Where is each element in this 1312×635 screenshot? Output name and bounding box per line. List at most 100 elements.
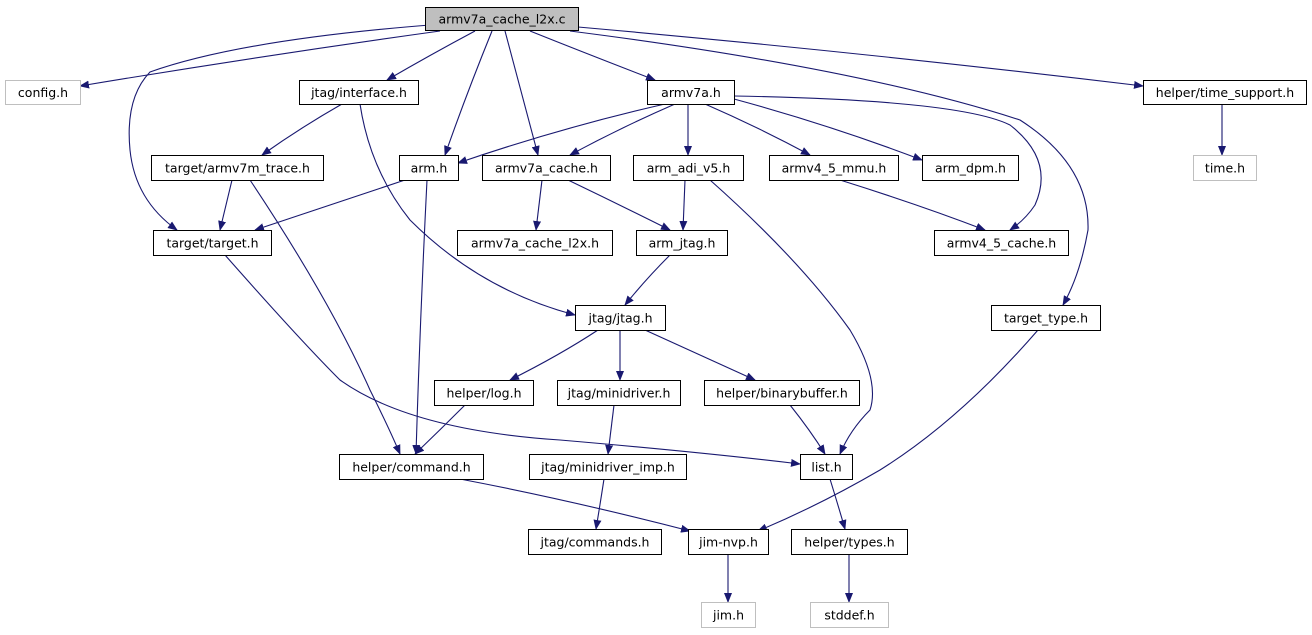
node-box <box>934 230 1069 256</box>
node-helper-command[interactable]: helper/command.h <box>339 454 484 480</box>
node-jtag-commands[interactable]: jtag/commands.h <box>528 529 662 555</box>
node-box <box>434 380 534 406</box>
edge-root-to-jtag-interface <box>386 30 476 81</box>
node-jtag-interface[interactable]: jtag/interface.h <box>299 80 419 105</box>
edge-arm-adi-v5-to-arm-jtag <box>679 179 688 231</box>
node-label: target/target.h <box>166 236 258 251</box>
edge-jtag-interface-to-armv7m-trace <box>261 103 343 156</box>
edges-layer <box>79 24 1226 603</box>
node-box <box>1193 155 1257 181</box>
edge-root-to-armv7a-cache <box>504 30 540 156</box>
node-label: jtag/minidriver_imp.h <box>540 460 675 475</box>
node-box <box>5 80 81 105</box>
node-stddef: stddef.h <box>810 602 889 628</box>
edge-binarybuffer-to-list <box>789 404 826 455</box>
node-time: time.h <box>1193 155 1257 181</box>
node-box <box>704 380 860 406</box>
node-box <box>151 155 324 181</box>
node-box <box>810 602 889 628</box>
node-label: jim.h <box>712 608 744 623</box>
node-minidriver-imp[interactable]: jtag/minidriver_imp.h <box>529 454 687 480</box>
node-box <box>769 155 899 181</box>
edge-armv7a-to-armv4-5-mmu <box>704 103 811 156</box>
node-label: target_type.h <box>1004 311 1088 326</box>
node-label: armv7a_cache_l2x.h <box>471 236 599 251</box>
node-label: arm_jtag.h <box>649 236 716 251</box>
edge-arm-to-helper-command <box>412 179 428 455</box>
node-armv4-5-cache[interactable]: armv4_5_cache.h <box>934 230 1069 256</box>
node-box <box>557 380 681 406</box>
node-box <box>153 230 272 256</box>
node-arm-jtag[interactable]: arm_jtag.h <box>636 230 728 256</box>
node-target[interactable]: target/target.h <box>153 230 272 256</box>
node-jim-nvp[interactable]: jim-nvp.h <box>688 529 769 555</box>
node-box <box>647 80 735 105</box>
node-target-type[interactable]: target_type.h <box>991 305 1101 331</box>
edge-armv7m-trace-to-target <box>218 179 233 231</box>
node-box <box>633 155 744 181</box>
node-box <box>457 230 613 256</box>
edge-arm-to-target <box>254 179 406 231</box>
node-box <box>701 602 756 628</box>
edge-root-to-armv7a <box>529 30 656 81</box>
node-helper-types[interactable]: helper/types.h <box>791 529 908 555</box>
edge-root-to-target <box>128 24 431 231</box>
node-arm[interactable]: arm.h <box>399 155 459 181</box>
edge-armv7a-to-armv7a-cache <box>569 103 676 156</box>
node-arm-adi-v5[interactable]: arm_adi_v5.h <box>633 155 744 181</box>
node-armv7a[interactable]: armv7a.h <box>647 80 735 105</box>
node-box <box>922 155 1019 181</box>
node-label: list.h <box>811 460 841 475</box>
node-box <box>575 305 666 331</box>
node-time-support[interactable]: helper/time_support.h <box>1143 80 1307 105</box>
edge-jtag-jtag-to-helper-log <box>509 329 599 381</box>
edge-armv7m-trace-to-helper-command <box>249 179 401 455</box>
node-armv7m-trace[interactable]: target/armv7m_trace.h <box>151 155 324 181</box>
node-binarybuffer[interactable]: helper/binarybuffer.h <box>704 380 860 406</box>
edge-armv4-5-mmu-to-armv4-5-cache <box>839 179 986 231</box>
node-label: armv4_5_cache.h <box>947 236 1056 251</box>
node-jim: jim.h <box>701 602 756 628</box>
node-minidriver[interactable]: jtag/minidriver.h <box>557 380 681 406</box>
node-box <box>636 230 728 256</box>
node-label: jtag/interface.h <box>310 85 407 100</box>
node-label: arm_dpm.h <box>935 161 1006 176</box>
node-helper-log[interactable]: helper/log.h <box>434 380 534 406</box>
node-box <box>299 80 419 105</box>
edge-armv7a-cache-to-arm-jtag <box>567 179 671 231</box>
node-config: config.h <box>5 80 81 105</box>
node-box <box>800 454 853 480</box>
edge-armv7a-to-arm <box>457 103 666 164</box>
edge-minidriver-imp-to-jtag-commands <box>593 478 605 530</box>
edge-helper-command-to-jim-nvp <box>459 478 691 533</box>
edge-root-to-arm <box>444 30 493 156</box>
node-root[interactable]: armv7a_cache_l2x.c <box>425 7 579 31</box>
node-label: jim-nvp.h <box>698 535 758 550</box>
edge-armv7a-cache-to-armv7a-cache-l2x <box>533 179 543 231</box>
node-label: helper/log.h <box>446 386 521 401</box>
node-label: arm_adi_v5.h <box>647 161 731 176</box>
edge-arm-adi-v5-to-list <box>709 179 873 455</box>
node-label: jtag/jtag.h <box>587 311 652 326</box>
edge-list-to-helper-types <box>829 478 847 530</box>
node-box <box>425 7 579 31</box>
node-label: time.h <box>1205 161 1245 176</box>
node-label: arm.h <box>411 161 448 176</box>
node-armv7a-cache-l2x[interactable]: armv7a_cache_l2x.h <box>457 230 613 256</box>
edge-root-to-target-type <box>569 30 1089 306</box>
node-label: armv7a_cache.h <box>495 161 598 176</box>
node-armv4-5-mmu[interactable]: armv4_5_mmu.h <box>769 155 899 181</box>
node-box <box>528 529 662 555</box>
node-label: stddef.h <box>824 608 874 623</box>
edge-jtag-interface-to-jtag-jtag <box>359 103 576 317</box>
node-box <box>399 155 459 181</box>
node-jtag-jtag[interactable]: jtag/jtag.h <box>575 305 666 331</box>
node-label: config.h <box>18 85 68 100</box>
nodes-layer: armv7a_cache_l2x.c config.h jtag/interface… <box>5 7 1307 628</box>
node-armv7a-cache[interactable]: armv7a_cache.h <box>482 155 611 181</box>
node-box <box>529 454 687 480</box>
edge-target-type-to-jim-nvp <box>757 329 1039 532</box>
node-box <box>688 529 769 555</box>
node-arm-dpm[interactable]: arm_dpm.h <box>922 155 1019 181</box>
node-list[interactable]: list.h <box>800 454 853 480</box>
